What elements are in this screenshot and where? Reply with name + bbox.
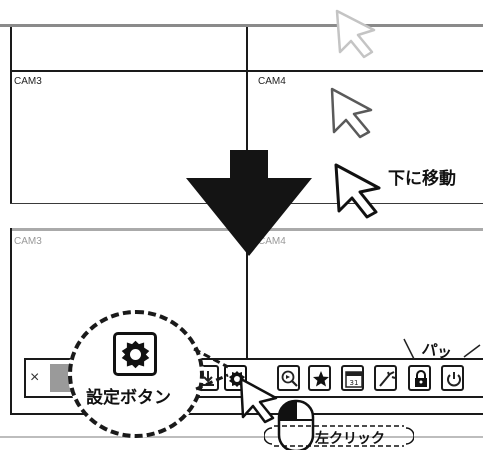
top-screen-top-border xyxy=(0,24,483,27)
lock-icon xyxy=(415,370,427,387)
bottom-cam3-label: CAM3 xyxy=(14,236,42,247)
settings-button[interactable] xyxy=(224,365,247,391)
lock-button[interactable] xyxy=(408,365,431,391)
power-icon xyxy=(447,372,461,387)
bottom-outer-line xyxy=(0,436,483,438)
cursor-mid-icon xyxy=(330,87,373,139)
mouse-icon xyxy=(277,399,315,450)
zoom-button[interactable] xyxy=(277,365,300,391)
cursor-main-icon xyxy=(334,163,381,219)
bottom-cam4-label: CAM4 xyxy=(258,236,286,247)
zoom-search-icon xyxy=(281,370,298,387)
favorite-button[interactable] xyxy=(308,365,331,391)
power-button[interactable] xyxy=(441,365,464,391)
gear-icon xyxy=(121,340,150,369)
callout-pointer-lines xyxy=(193,347,229,391)
cursor-click-icon xyxy=(239,377,278,424)
calendar-day: 31 xyxy=(350,379,359,387)
wand-icon xyxy=(379,371,396,387)
move-down-caption: 下に移動 xyxy=(388,169,456,189)
close-button[interactable]: × xyxy=(30,369,40,386)
callout-gear-tile xyxy=(113,332,157,376)
top-cam3-label: CAM3 xyxy=(14,76,42,87)
calendar-button[interactable]: 31 xyxy=(341,365,364,391)
pop-burst-lines xyxy=(403,338,481,360)
bottom-left-tile-border xyxy=(10,228,12,414)
magic-button[interactable] xyxy=(374,365,397,391)
cursor-faded-icon xyxy=(335,9,376,59)
top-left-tile-border xyxy=(10,27,12,204)
star-icon xyxy=(313,371,329,387)
top-cam4-label: CAM4 xyxy=(258,76,286,87)
calendar-icon: 31 xyxy=(345,371,363,388)
top-row-divider xyxy=(10,70,483,72)
left-click-caption: 左クリック xyxy=(315,431,385,447)
bottom-center-divider xyxy=(246,231,248,361)
settings-button-caption: 設定ボタン xyxy=(86,388,171,408)
down-arrow-icon xyxy=(186,150,312,256)
top-center-divider xyxy=(246,27,248,204)
left-click-bubble xyxy=(264,425,414,447)
